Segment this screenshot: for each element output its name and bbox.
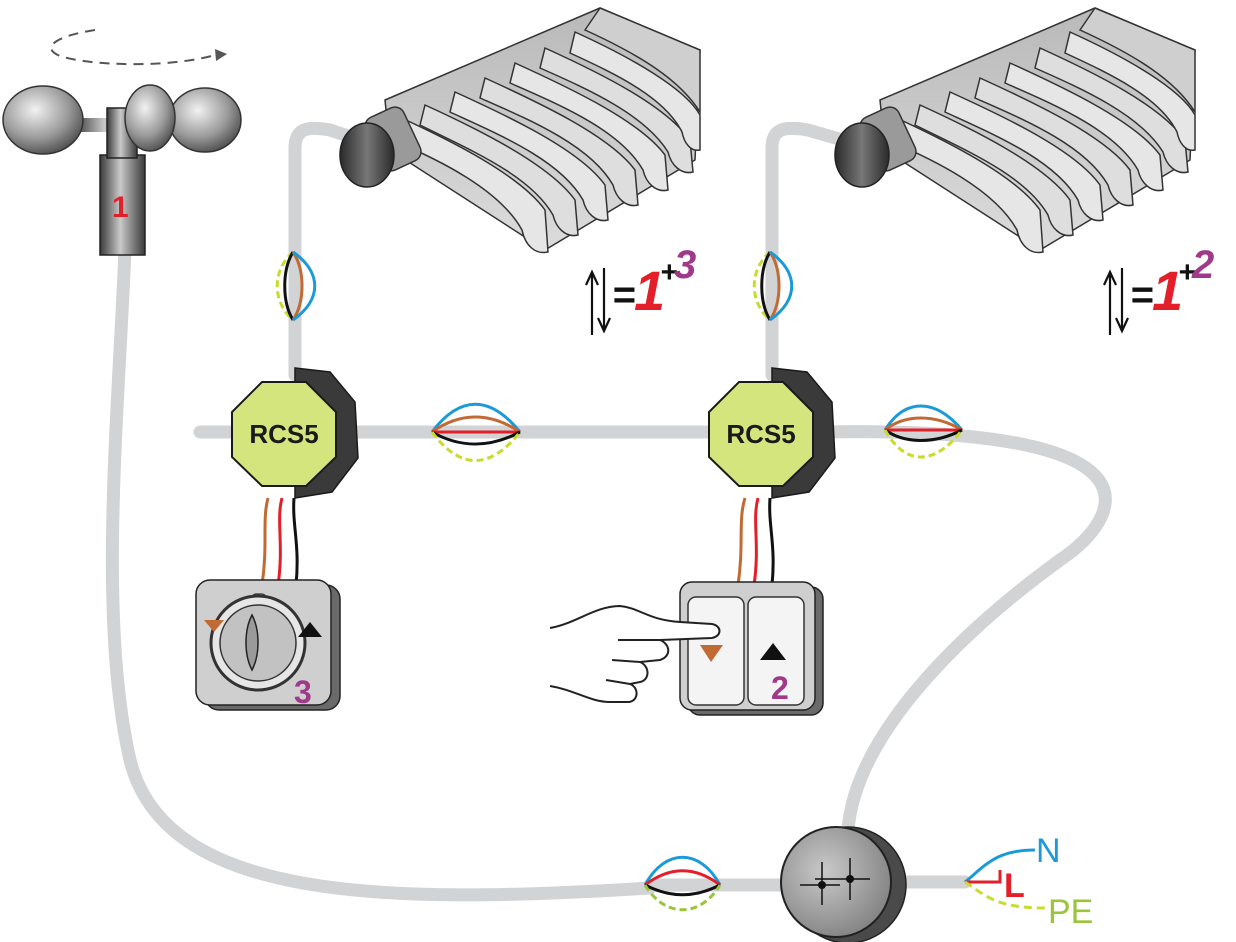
formula-left-eq: = <box>612 273 635 317</box>
wire-bundle-right-awning <box>752 250 794 322</box>
rotary-switch[interactable]: 3 <box>195 579 341 711</box>
terminal-n: N <box>1036 832 1061 870</box>
arrow-down-icon <box>700 645 723 662</box>
arrow-up-icon <box>585 269 599 335</box>
formula-left-b: 3 <box>674 243 696 287</box>
anemometer: 1 <box>2 29 242 256</box>
rotary-switch-number: 3 <box>294 674 312 710</box>
rotation-arrow-icon <box>50 29 216 66</box>
wires-to-rotary-switch <box>260 497 299 586</box>
arrow-up-icon <box>760 643 786 660</box>
cable-network <box>105 121 1112 902</box>
rcs5-actuator-left: RCS5 <box>231 367 359 499</box>
cable-awning-right <box>765 121 867 382</box>
formula-right-plus: + <box>1178 256 1196 289</box>
pushbutton-switch[interactable]: 2 <box>679 581 824 716</box>
formula-right: = 1 + 2 <box>1103 243 1214 335</box>
arrow-up-icon <box>298 622 322 637</box>
formula-right-b: 2 <box>1191 243 1214 287</box>
finger-pointer-icon <box>549 605 721 703</box>
arrow-down-icon <box>597 268 611 334</box>
formula-left: = 1 + 3 <box>585 243 696 335</box>
arrow-down-icon <box>204 620 224 632</box>
wire-bundle-bottom <box>643 855 722 912</box>
wires-to-push-switch <box>736 497 775 586</box>
formula-left-a: 1 <box>634 259 665 322</box>
formula-left-plus: + <box>660 256 678 289</box>
pushbutton-switch-number: 2 <box>771 670 789 706</box>
rcs5-label-right: RCS5 <box>726 419 795 449</box>
junction-box-icon <box>780 826 907 942</box>
awning-right <box>834 7 1196 254</box>
rcs5-label-left: RCS5 <box>249 419 318 449</box>
wire-bundle-left-awning <box>275 250 317 322</box>
anemometer-number: 1 <box>112 191 129 224</box>
arrow-down-icon <box>1115 268 1129 334</box>
arrow-up-icon <box>1103 269 1117 335</box>
awning-left <box>339 7 701 254</box>
anemometer-cable <box>105 243 657 902</box>
terminal-pe: PE <box>1048 893 1093 931</box>
formula-right-eq: = <box>1130 273 1153 317</box>
mains-wires <box>964 848 1046 910</box>
cable-right-run <box>813 425 1112 837</box>
wire-bundle-middle <box>430 402 522 462</box>
rcs5-actuator-right: RCS5 <box>708 367 836 499</box>
terminal-l: L <box>1004 867 1025 905</box>
formula-right-a: 1 <box>1152 259 1183 322</box>
wire-bundle-right <box>883 404 964 459</box>
cable-awning-left <box>288 121 367 382</box>
